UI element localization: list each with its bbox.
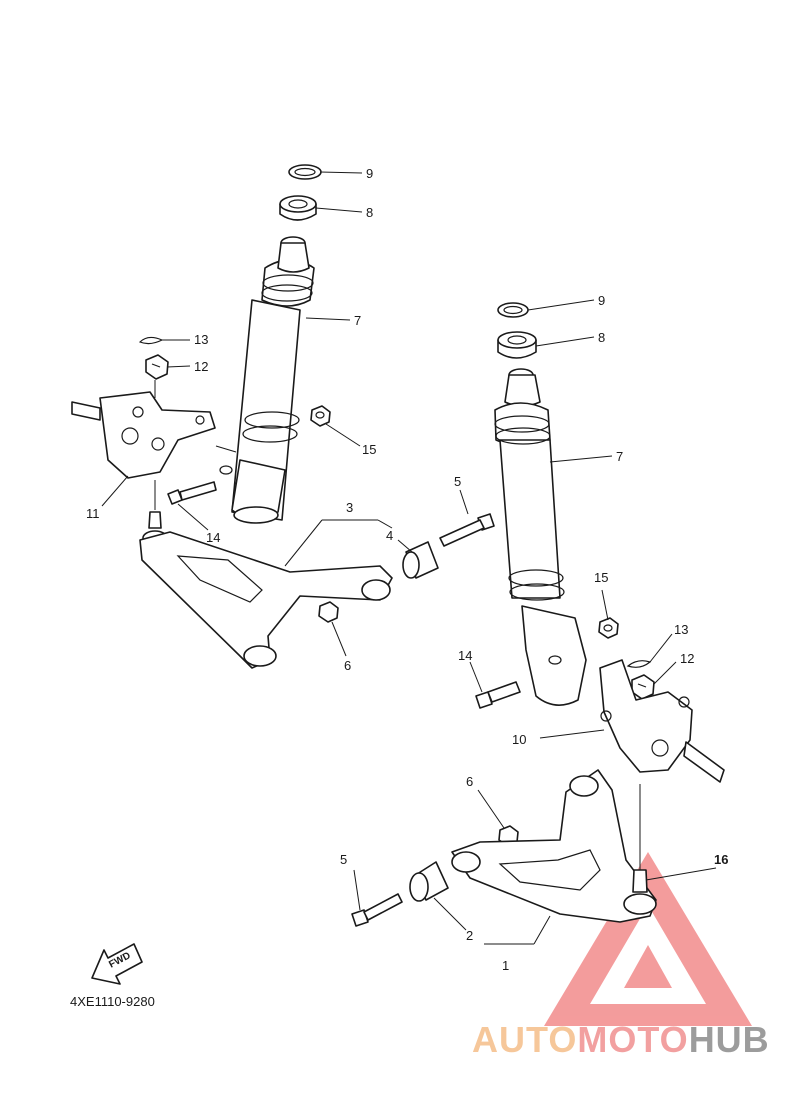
callout-16-right: 16 [714,852,728,867]
bolt-right [475,681,521,709]
callout-8-right: 8 [598,330,605,345]
circlip-right [497,302,529,318]
knuckle-right [599,659,725,783]
cotter-pin-left [138,336,164,345]
callout-7-right: 7 [616,449,623,464]
callout-9-right: 9 [598,293,605,308]
watermark-hub: HUB [689,1019,770,1060]
cotter-pin-right [626,660,652,668]
watermark-auto: AUTO [472,1019,577,1060]
callout-13-right: 13 [674,622,688,637]
callouts-left: 9 8 7 13 12 15 11 14 3 4 5 6 [86,166,461,673]
nut-left [310,405,331,427]
leader-lines [101,171,717,945]
callout-15-left: 15 [362,442,376,457]
watermark-logo [544,852,752,1026]
lower-arm-left [139,531,393,669]
watermark-moto: MOTO [577,1019,688,1060]
callout-14-left: 14 [206,530,220,545]
shock-absorber-right [494,368,587,706]
callout-5-right: 5 [340,852,347,867]
fwd-arrow-icon: FWD [91,943,143,985]
callout-7-left: 7 [354,313,361,328]
callout-3-left: 3 [346,500,353,515]
callout-8-left: 8 [366,205,373,220]
callout-14-right: 14 [458,648,472,663]
callout-13-left: 13 [194,332,208,347]
knuckle-left [71,391,216,479]
ball-joint-right [623,869,657,915]
callout-10-right: 10 [512,732,526,747]
diagram-code: 4XE1110-9280 [70,994,155,1009]
callout-15-right: 15 [594,570,608,585]
callout-6-left: 6 [344,658,351,673]
bushing-right [409,861,449,902]
castle-nut-right [631,674,655,700]
bolt-left [167,481,217,505]
spring-seat-right [497,331,537,359]
callout-12-right: 12 [680,651,694,666]
callout-6-right: 6 [466,774,473,789]
nut-right [598,617,619,639]
shock-absorber-left [219,236,315,524]
callout-12-left: 12 [194,359,208,374]
spring-seat-left [279,195,317,221]
bolt-5-left [439,513,495,547]
callout-9-left: 9 [366,166,373,181]
callout-11-left: 11 [86,506,100,521]
callout-4-left: 4 [386,528,393,543]
callout-2-right: 2 [466,928,473,943]
callout-1-right: 1 [502,958,509,973]
bolt-5-right [351,893,403,927]
castle-nut-left [145,354,169,380]
watermark-text: AUTOMOTOHUB [472,1019,770,1060]
circlip-left [288,164,322,180]
callouts-right: 9 8 7 15 13 12 14 10 6 16 5 2 1 [340,293,728,973]
callout-5-left: 5 [454,474,461,489]
lower-arm-right [451,769,657,923]
nut-6-left [318,601,339,623]
bushing-left [402,541,439,579]
